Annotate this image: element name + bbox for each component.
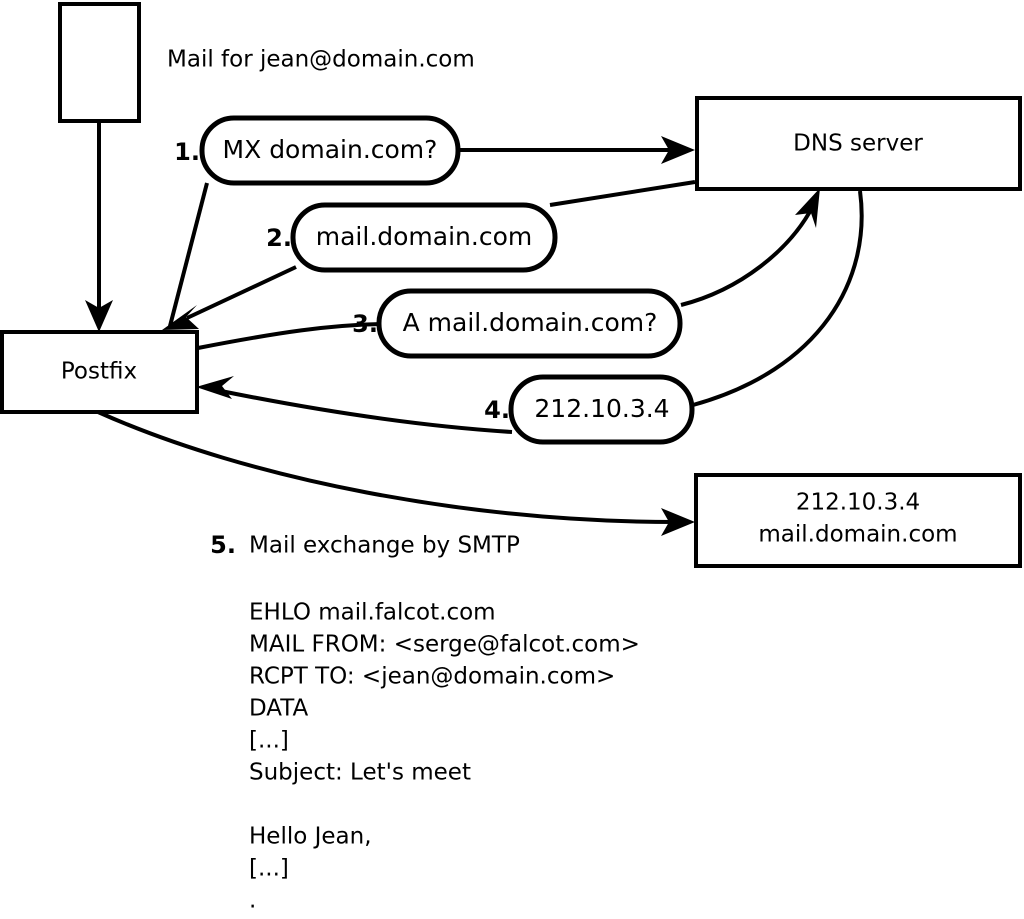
step-3-bubble[interactable]: A mail.domain.com? — [376, 288, 683, 359]
remote-mx-ip-label: 212.10.3.4 — [796, 490, 920, 516]
transcript-line: Hello Jean, — [249, 824, 372, 850]
transcript-line: Subject: Let's meet — [249, 760, 471, 786]
edge-dns-to-step4 — [692, 190, 864, 407]
step-5-label: Mail exchange by SMTP — [249, 533, 520, 559]
edge-postfix-to-step3 — [197, 322, 383, 350]
transcript-line: RCPT TO: <jean@domain.com> — [249, 664, 615, 690]
remote-mx-node[interactable]: 212.10.3.4 mail.domain.com — [694, 473, 1022, 568]
step-1-label: MX domain.com? — [223, 135, 438, 164]
dns-server-label: DNS server — [793, 131, 923, 157]
transcript-line: . — [249, 888, 256, 914]
edge-dns-to-step2 — [549, 180, 696, 207]
edge-postfix-to-step1 — [168, 182, 209, 327]
sender-host-box[interactable] — [58, 2, 141, 123]
edge-step4-to-postfix — [196, 376, 513, 434]
step-1-bubble[interactable]: MX domain.com? — [199, 115, 461, 186]
step-2-bubble[interactable]: mail.domain.com — [290, 202, 558, 273]
postfix-node[interactable]: Postfix — [0, 330, 199, 414]
step-4-number: 4. — [484, 396, 510, 424]
step-1-number: 1. — [174, 138, 200, 166]
step-5-number: 5. — [210, 531, 236, 559]
step-4-bubble[interactable]: 212.10.3.4 — [508, 374, 695, 445]
mail-for-note: Mail for jean@domain.com — [167, 47, 475, 73]
transcript-line: EHLO mail.falcot.com — [249, 600, 496, 626]
transcript-line: MAIL FROM: <serge@falcot.com> — [249, 632, 640, 658]
step-2-label: mail.domain.com — [316, 222, 532, 251]
edge-step1-to-dns — [457, 136, 695, 164]
edge-sender-to-postfix — [85, 122, 113, 332]
step-3-number: 3. — [352, 310, 378, 338]
dns-server-node[interactable]: DNS server — [695, 96, 1022, 191]
step-4-label: 212.10.3.4 — [534, 394, 669, 423]
edge-step2-to-postfix — [162, 265, 297, 330]
transcript-line: [...] — [249, 856, 289, 882]
smtp-transcript: EHLO mail.falcot.com MAIL FROM: <serge@f… — [249, 600, 640, 914]
step-2-number: 2. — [266, 224, 292, 252]
step-3-label: A mail.domain.com? — [403, 308, 658, 337]
edge-postfix-to-remote-mx — [97, 410, 695, 536]
postfix-label: Postfix — [61, 359, 137, 385]
transcript-line: [...] — [249, 728, 289, 754]
remote-mx-host-label: mail.domain.com — [758, 522, 957, 548]
transcript-line: DATA — [249, 696, 309, 722]
edge-step3-to-dns — [680, 188, 820, 307]
